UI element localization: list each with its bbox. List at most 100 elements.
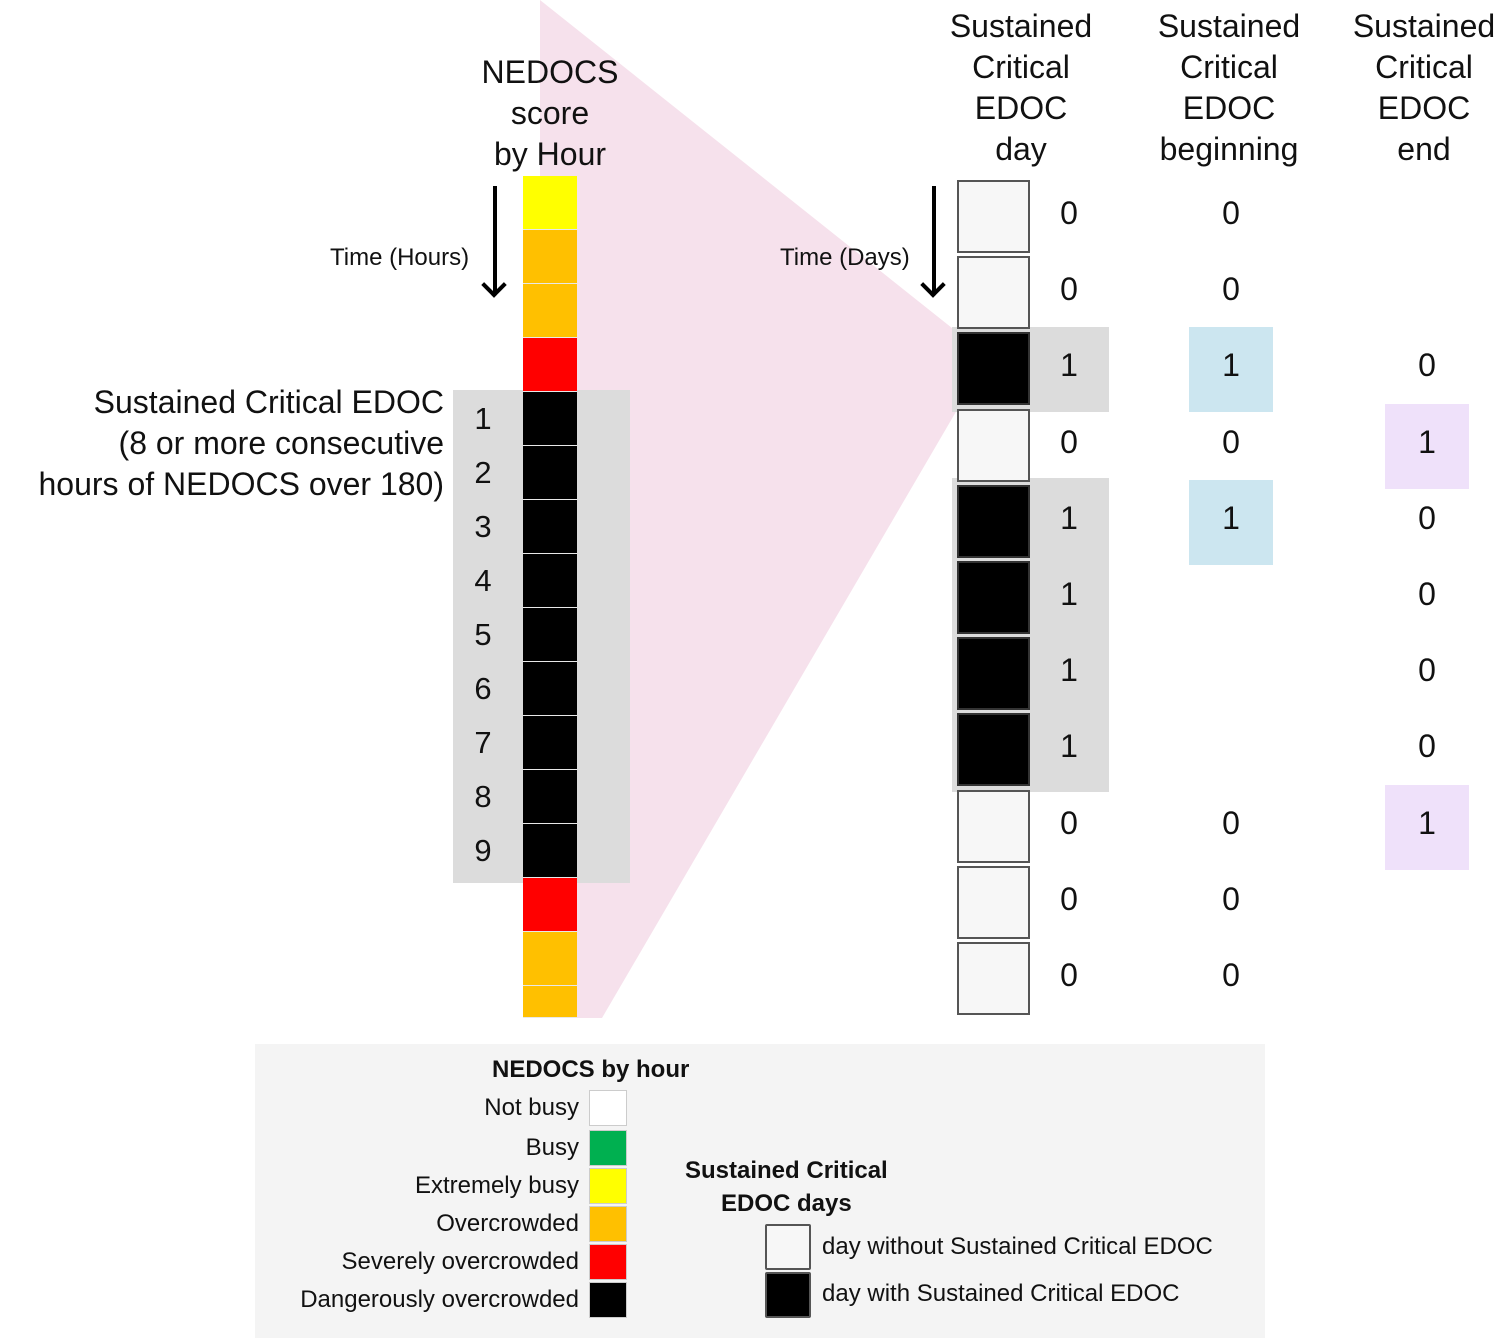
hour-number: 7: [474, 725, 492, 760]
days-legend-title: Sustained Critical EDOC days: [685, 1154, 888, 1220]
nedocs-legend-label: Dangerously overcrowded: [300, 1286, 579, 1313]
beginning-value: 1: [1222, 499, 1240, 536]
day-value: 0: [1060, 195, 1078, 231]
column-header-beginning: Sustained Critical EDOC beginning: [1143, 6, 1315, 170]
hour-number: 1: [474, 401, 492, 436]
days-legend-title-line: EDOC days: [721, 1190, 852, 1217]
time-hours-arrow-icon: [493, 186, 497, 292]
normal-day-box: [957, 408, 1030, 482]
header-line: EDOC: [1377, 90, 1471, 126]
sustained-label-line: Sustained Critical EDOC: [93, 384, 444, 420]
hour-cell: [523, 878, 577, 932]
end-value: 1: [1418, 423, 1436, 460]
nedocs-title: NEDOCS score by Hour: [460, 52, 640, 175]
sustained-critical-edoc-label: Sustained Critical EDOC (8 or more conse…: [39, 382, 445, 505]
hour-cell: [523, 392, 577, 446]
day-value: 0: [1060, 957, 1078, 993]
day-value: 0: [1060, 423, 1078, 460]
day-without-swatch: [765, 1224, 811, 1270]
nedocs-legend-swatch: [589, 1090, 627, 1126]
header-line: EDOC: [1182, 90, 1276, 126]
normal-day-box: [957, 865, 1030, 939]
end-value: 0: [1418, 347, 1436, 384]
beginning-value: 0: [1222, 957, 1240, 993]
critical-day-box: [957, 484, 1030, 558]
header-line: Sustained: [1157, 8, 1301, 44]
hour-number: 6: [474, 671, 492, 706]
nedocs-legend-swatch: [589, 1130, 627, 1166]
hour-cell: [523, 338, 577, 392]
hour-cell: [523, 662, 577, 716]
hour-cell: [523, 446, 577, 500]
sustained-label-line: (8 or more consecutive: [118, 425, 444, 461]
header-line: EDOC: [974, 90, 1068, 126]
nedocs-legend-label: Extremely busy: [414, 1172, 579, 1199]
end-highlight: [1385, 403, 1469, 489]
hour-cell: [523, 608, 577, 662]
hour-cell: [523, 230, 577, 284]
beginning-value: 0: [1222, 804, 1240, 841]
nedocs-legend-swatch: [589, 1168, 627, 1204]
nedocs-legend-title: NEDOCS by hour: [492, 1056, 690, 1083]
hour-cell: [523, 932, 577, 986]
critical-day-box: [957, 561, 1030, 634]
nedocs-title-line: by Hour: [493, 136, 607, 172]
nedocs-legend-swatch: [589, 1244, 627, 1280]
end-value: 0: [1418, 652, 1436, 689]
critical-day-box: [957, 713, 1030, 787]
header-line: end: [1397, 131, 1451, 167]
time-days-arrow-icon: [932, 186, 936, 292]
day-value: 1: [1060, 652, 1078, 689]
day-value: 1: [1060, 728, 1078, 765]
hour-cell: [523, 554, 577, 608]
day-value: 1: [1060, 347, 1078, 384]
end-value: 0: [1418, 576, 1436, 612]
sustained-label-line: hours of NEDOCS over 180): [38, 466, 445, 502]
normal-day-box: [957, 942, 1030, 1015]
header-line: day: [995, 131, 1047, 167]
nedocs-legend-label: Not busy: [484, 1094, 579, 1121]
header-line: beginning: [1159, 131, 1299, 167]
end-value: 0: [1418, 728, 1436, 765]
day-without-label: day without Sustained Critical EDOC: [822, 1233, 1213, 1260]
time-hours-label: Time (Hours): [330, 244, 470, 271]
hour-cell: [523, 824, 577, 878]
hour-number: 3: [474, 509, 492, 544]
header-line: Sustained: [949, 8, 1093, 44]
nedocs-legend-swatch: [589, 1282, 627, 1318]
beginning-highlight: [1189, 327, 1273, 413]
column-header-end: Sustained Critical EDOC end: [1340, 6, 1502, 170]
hour-number: 4: [474, 563, 492, 598]
hour-number: 5: [474, 617, 492, 652]
days-legend-title-line: Sustained Critical: [685, 1157, 888, 1184]
hour-cell: [523, 176, 577, 230]
end-value: 0: [1418, 499, 1436, 536]
critical-day-box: [957, 332, 1030, 406]
end-value: 1: [1418, 804, 1436, 841]
day-with-label: day with Sustained Critical EDOC: [822, 1280, 1180, 1307]
nedocs-legend-label: Busy: [525, 1134, 579, 1161]
header-line: Critical: [1180, 49, 1278, 85]
hour-cell: [523, 716, 577, 770]
beginning-value: 0: [1222, 271, 1240, 308]
day-value: 1: [1060, 499, 1078, 536]
hour-cell: [523, 284, 577, 338]
time-days-label: Time (Days): [780, 244, 910, 271]
normal-day-box: [957, 180, 1030, 253]
hour-cell: [523, 986, 577, 1018]
day-value: 0: [1060, 271, 1078, 308]
header-line: Critical: [1375, 49, 1473, 85]
nedocs-legend-label: Overcrowded: [436, 1210, 579, 1237]
hour-number: 8: [474, 779, 492, 814]
column-header-day: Sustained Critical EDOC day: [935, 6, 1107, 170]
nedocs-legend-label: Severely overcrowded: [341, 1248, 579, 1275]
beginning-value: 0: [1222, 195, 1240, 231]
beginning-value: 0: [1222, 423, 1240, 460]
beginning-value: 0: [1222, 880, 1240, 917]
hour-number: 9: [474, 833, 492, 868]
critical-day-box: [957, 637, 1030, 711]
hour-number: 2: [474, 455, 492, 490]
nedocs-legend-swatch: [589, 1206, 627, 1242]
